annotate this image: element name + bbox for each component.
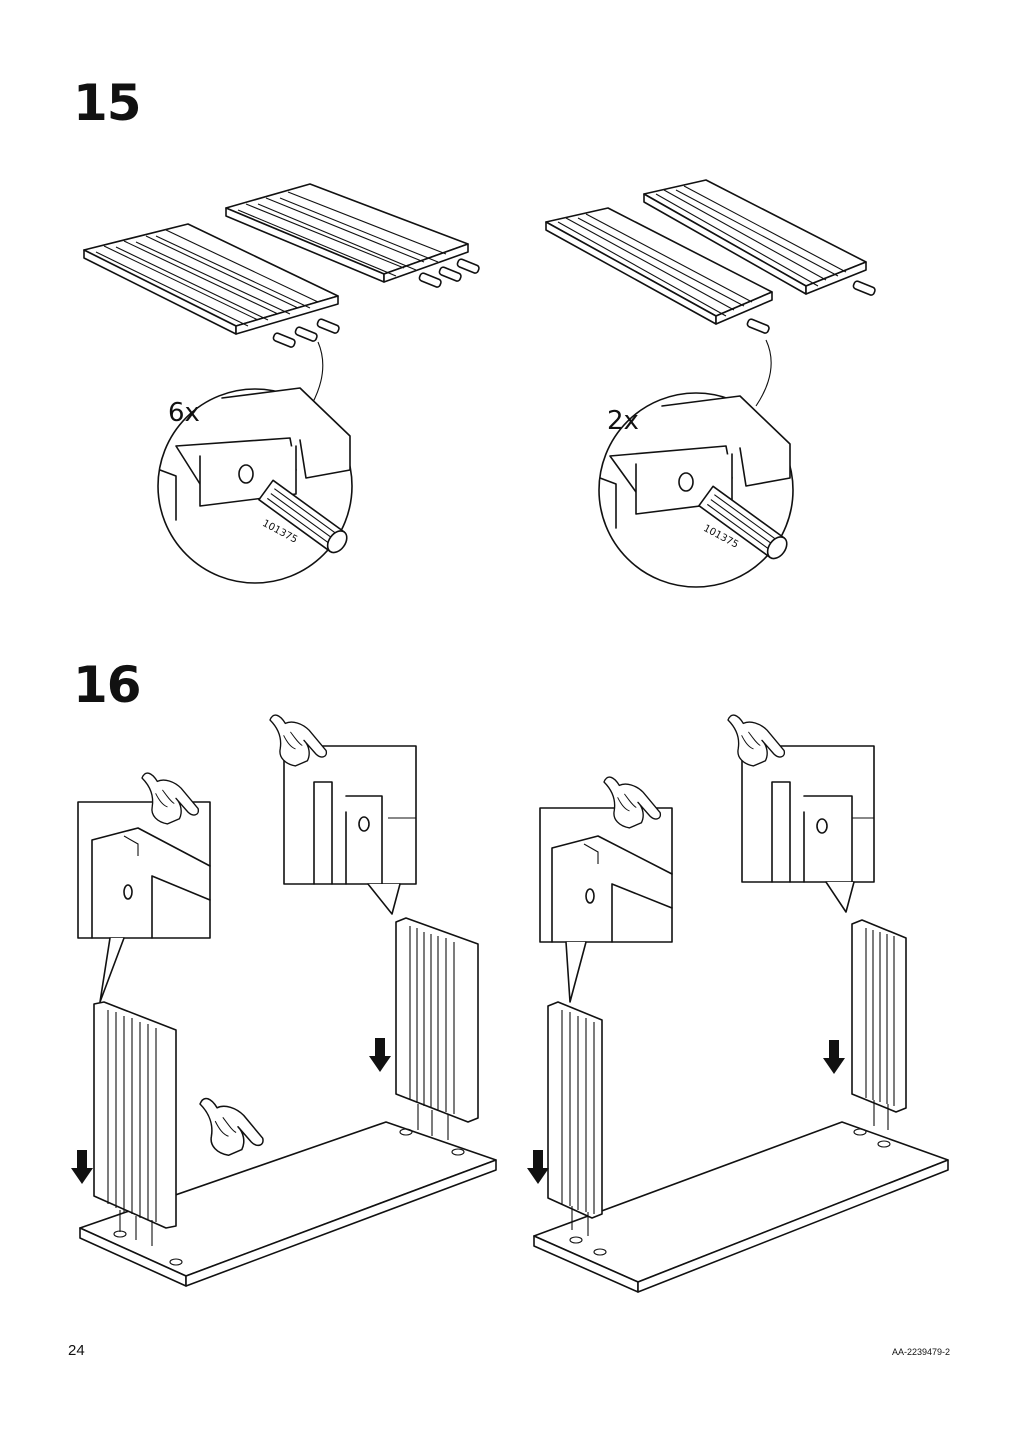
step-16-left-assembly [71, 714, 497, 1287]
step-16-number: 16 [73, 656, 142, 714]
quantity-label-right: 2x [607, 406, 639, 436]
step-15-number: 15 [73, 74, 142, 132]
quantity-label-left: 6x [168, 398, 200, 428]
step-15-left-assembly [83, 183, 481, 584]
step-16-right-assembly [527, 714, 949, 1293]
step-15-right-assembly [545, 179, 877, 588]
page-number: 24 [68, 1342, 85, 1359]
document-code: AA-2239479-2 [891, 1347, 950, 1357]
